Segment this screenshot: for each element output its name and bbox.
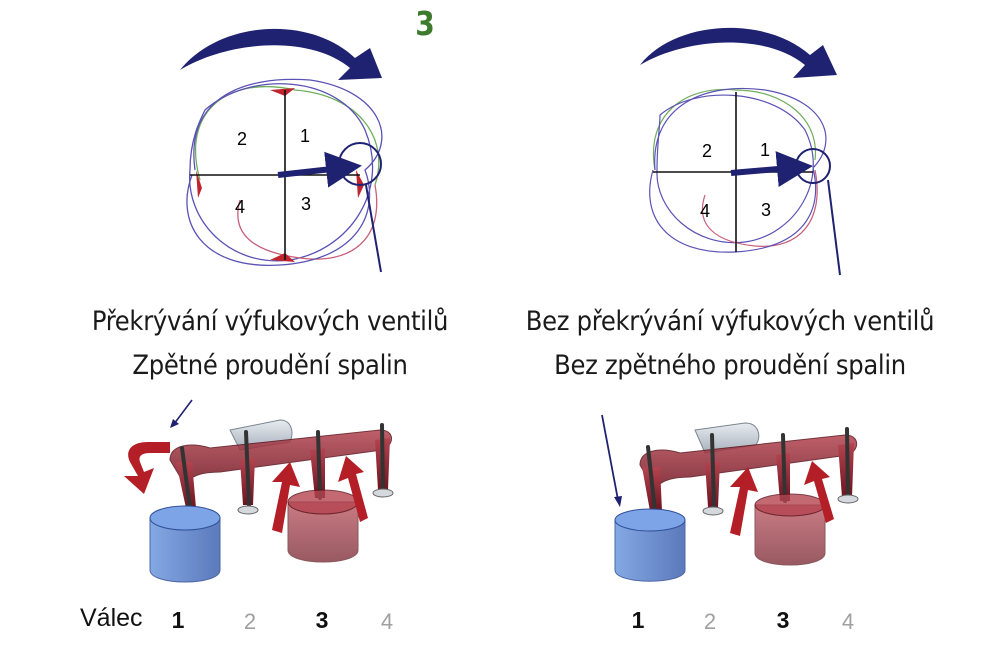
right-cylinder-1-label: 1 [631,607,645,633]
left-cylinder-4-label: 4 [380,609,394,634]
rotation-arrow-icon [180,28,382,80]
rotation-arrow-icon [640,27,837,78]
highlight-circle [795,148,831,184]
quadrant-1: 1 [760,140,770,160]
quadrant-4: 4 [700,201,710,221]
lobe-green [194,85,380,186]
quadrant-4: 4 [235,197,245,217]
right-caption-line2: Bez zpětného proudění spalin [554,350,906,381]
backflow-arrow-icon [124,442,170,494]
right-cylinder-4-label: 4 [841,609,855,634]
flow-arrow-icon [272,462,300,533]
quadrant-3: 3 [761,200,771,220]
lobe-outer-blue [186,78,383,266]
left-cylinder-2-label: 2 [243,609,257,634]
cylinder-row-label: Válec [80,604,143,632]
left-cylinder-1-label: 1 [171,607,185,633]
right-exhaust-manifold-illustration [601,414,859,582]
left-caption-line2: Zpětné proudění spalin [132,350,408,381]
quadrant-2: 2 [237,129,247,149]
left-caption-line1: Překrývání výfukových ventilů [91,306,449,337]
quadrant-1: 1 [300,126,310,146]
highlight-circle [338,142,382,186]
flow-arrow-icon [338,456,368,522]
flow-arrow-icon [804,461,834,523]
quadrant-3: 3 [301,194,311,214]
right-cylinder-3-label: 3 [776,607,790,633]
flow-arrow-icon [730,467,758,536]
lobe-blue [189,83,374,262]
left-cylinder-3-label: 3 [315,607,329,633]
left-exhaust-manifold-illustration [124,399,394,583]
quadrant-2: 2 [702,141,712,161]
left-valve-timing-diagram: 2 1 4 3 [180,28,383,273]
right-valve-timing-diagram: 2 1 4 3 [640,27,841,276]
right-cylinder-2-label: 2 [703,609,717,634]
slide-number: 3 [415,4,435,43]
right-caption-line1: Bez překrývání výfukových ventilů [525,306,935,337]
